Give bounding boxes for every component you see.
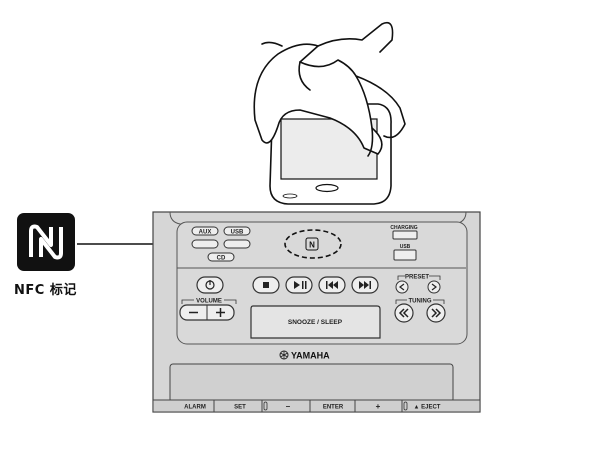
play-pause-button[interactable] [285, 276, 313, 294]
preset-label: PRESET [405, 275, 429, 281]
alarm-label: ALARM [184, 405, 206, 411]
usb-label: USB [231, 230, 244, 236]
nfc-sensor-area: N [284, 229, 342, 259]
bottom-bar: ALARM SET – ENTER + ▲ EJECT [184, 400, 441, 412]
plus-label: + [376, 402, 381, 411]
tuning-up-button[interactable] [426, 303, 446, 323]
set-dial-icon [263, 401, 268, 411]
hand [253, 21, 406, 157]
next-button[interactable] [351, 276, 379, 294]
yamaha-brand: YAMAHA [279, 350, 330, 361]
usb-port [393, 249, 417, 261]
usb-button[interactable]: USB [223, 226, 251, 236]
nfc-n-mark-icon [17, 213, 75, 271]
nfc-logo [17, 213, 75, 271]
eject-label: ▲ EJECT [414, 405, 441, 411]
cd-button[interactable]: CD [207, 252, 235, 262]
svg-text:N: N [309, 241, 315, 250]
brand-label: YAMAHA [291, 351, 330, 361]
preset-down-button[interactable] [395, 280, 409, 294]
set-label: SET [234, 405, 246, 411]
cd-label: CD [217, 256, 226, 262]
volume-control[interactable] [179, 304, 235, 321]
volume-label: VOLUME [196, 299, 222, 305]
eject-dial-icon [403, 401, 408, 411]
blank-button-1[interactable] [191, 239, 219, 249]
charging-port [392, 230, 418, 240]
blank-button-2[interactable] [223, 239, 251, 249]
aux-button[interactable]: AUX [191, 226, 219, 236]
snooze-label: SNOOZE / SLEEP [288, 319, 343, 326]
previous-button[interactable] [318, 276, 346, 294]
minus-label: – [286, 402, 291, 411]
charging-label: CHARGING [390, 225, 417, 231]
enter-label: ENTER [323, 405, 344, 411]
aux-label: AUX [199, 230, 212, 236]
snooze-sleep-button[interactable]: SNOOZE / SLEEP [250, 305, 381, 339]
nfc-caption: NFC 标记 [14, 283, 77, 298]
power-button[interactable] [196, 276, 224, 294]
stop-button[interactable] [252, 276, 280, 294]
usb-port-label: USB [400, 244, 411, 250]
tuning-label: TUNING [409, 299, 432, 305]
preset-up-button[interactable] [427, 280, 441, 294]
tuning-down-button[interactable] [394, 303, 414, 323]
